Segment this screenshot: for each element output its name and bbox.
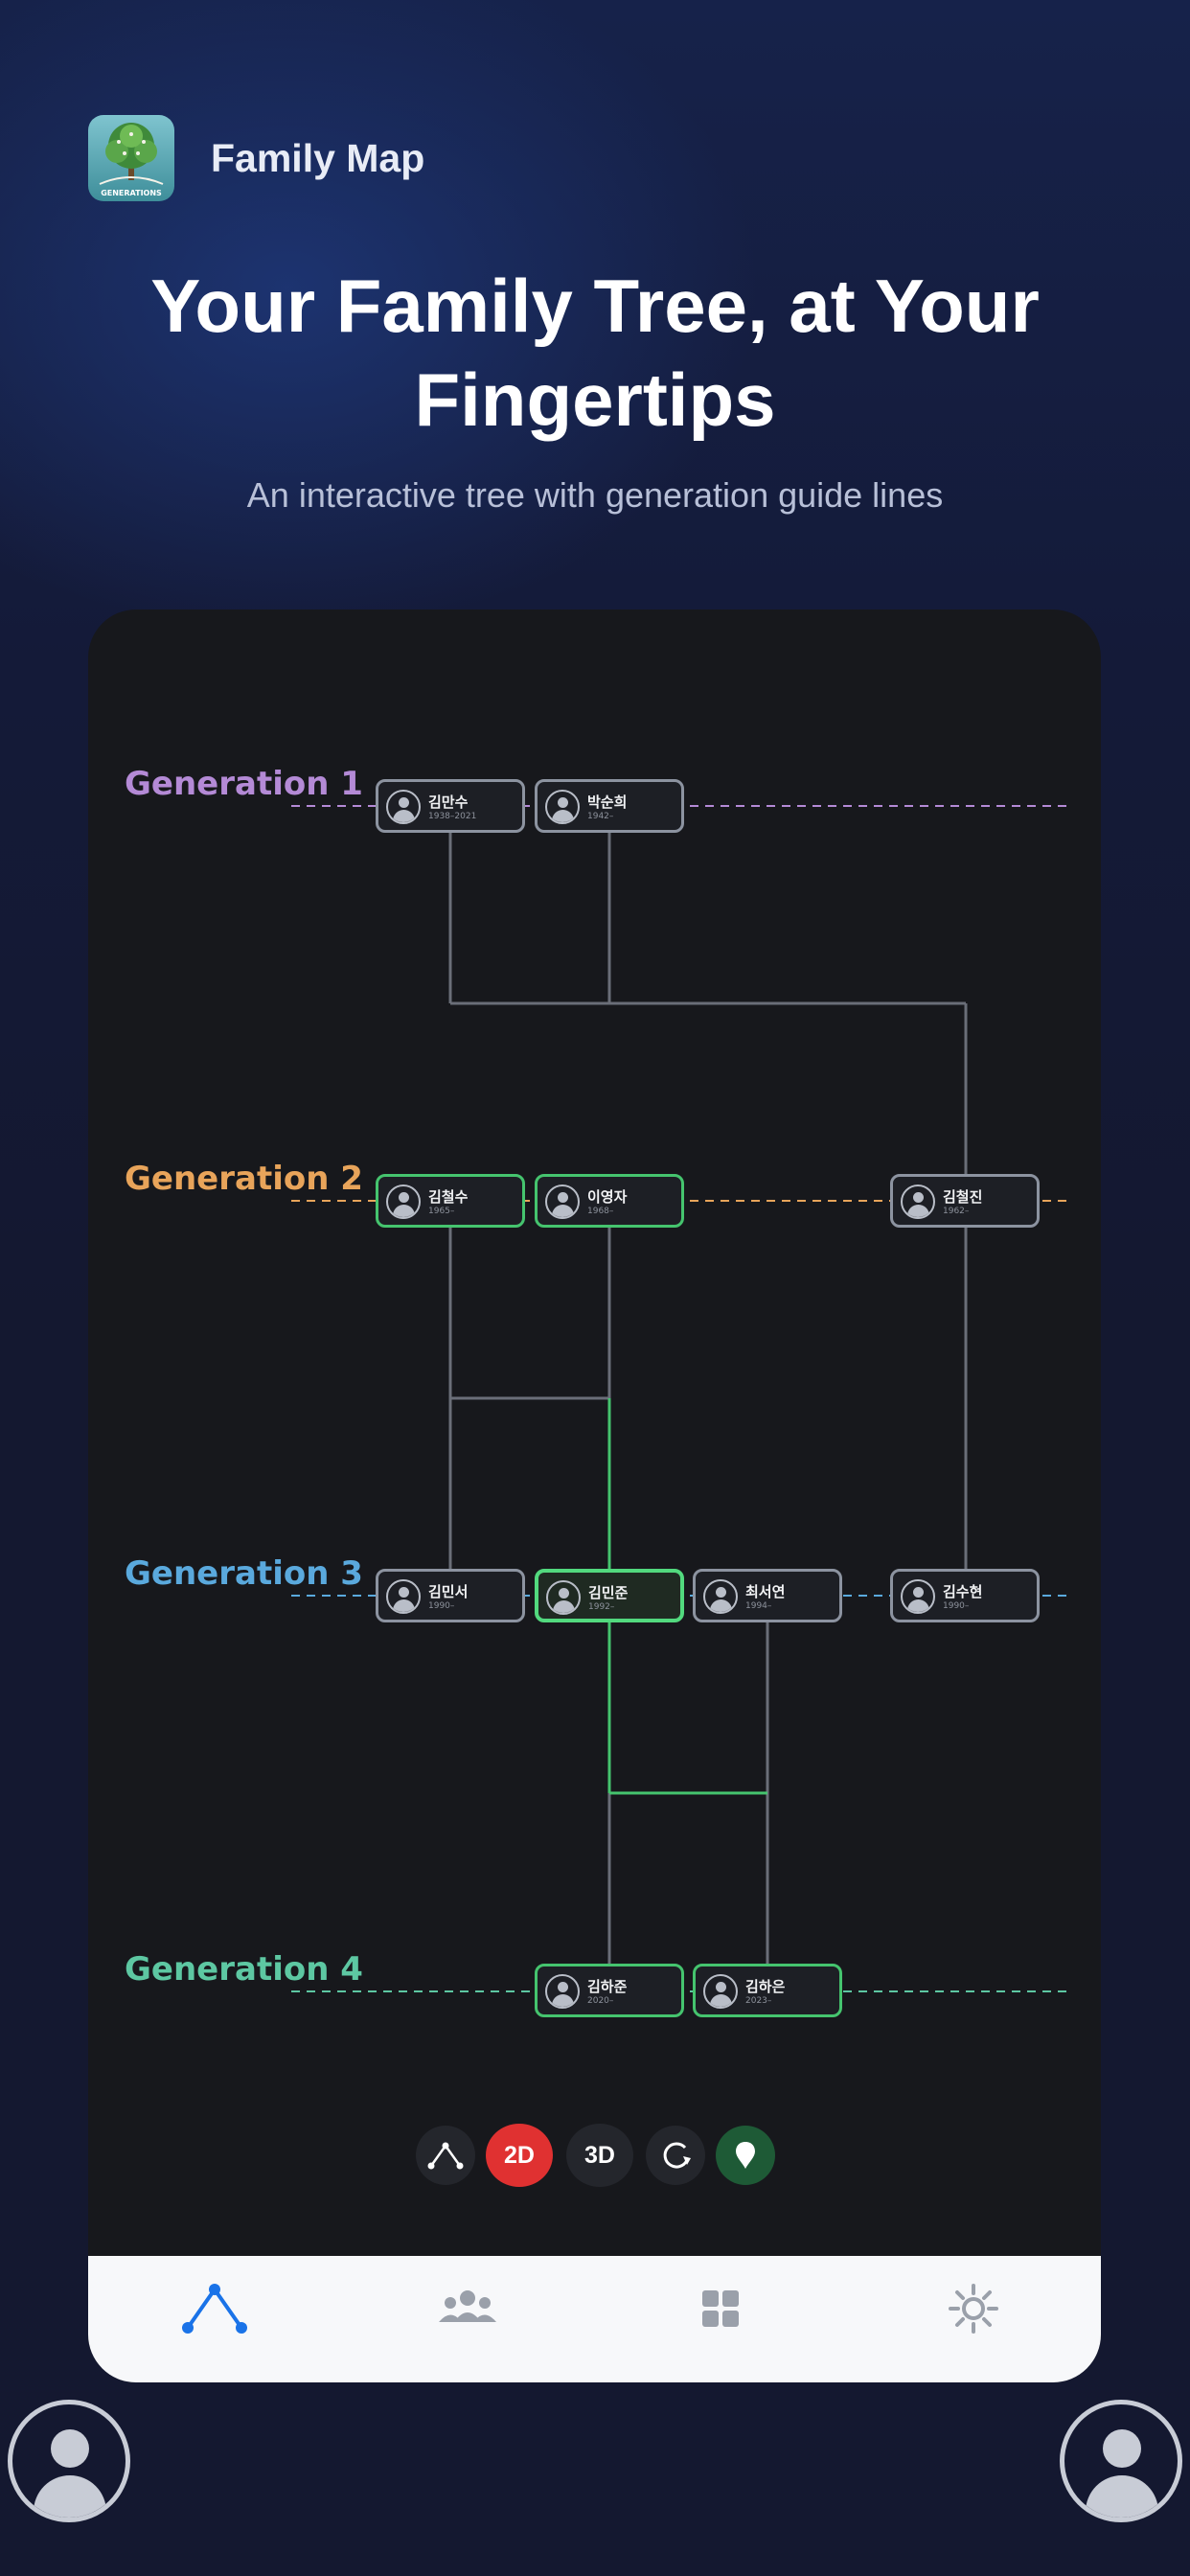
member-node[interactable]: 김민서 1990– (376, 1569, 525, 1622)
member-node[interactable]: 김철진 1962– (890, 1174, 1040, 1228)
generation-label: Generation 3 (125, 1554, 363, 1593)
avatar-icon (545, 1184, 580, 1219)
member-node[interactable]: 최서연 1994– (693, 1569, 842, 1622)
member-name: 최서연 (745, 1583, 786, 1600)
member-node[interactable]: 박순희 1942– (535, 779, 684, 833)
view-controls: 2D 3D (88, 2124, 1101, 2187)
member-name: 김하준 (587, 1978, 628, 1995)
member-years: 1990– (943, 1601, 970, 1611)
hero-subtitle: An interactive tree with generation guid… (246, 475, 944, 515)
member-name: 박순희 (587, 794, 628, 811)
avatar-icon (546, 1580, 581, 1615)
avatar-left (8, 2400, 130, 2522)
member-node-selected[interactable]: 김민준 1992– (535, 1569, 684, 1622)
member-years: 2020– (587, 1996, 614, 2006)
path-button[interactable] (416, 2126, 475, 2185)
member-years: 1994– (745, 1601, 772, 1611)
member-years: 1965– (428, 1207, 455, 1216)
avatar-icon (901, 1579, 935, 1614)
tab-bar (88, 2256, 1101, 2382)
app-name: Family Map (211, 135, 425, 180)
phone-mockup: Generation 1 Generation 2 Generation 3 G… (88, 610, 1101, 2382)
member-name: 김수현 (943, 1583, 983, 1600)
member-name: 김하은 (745, 1978, 786, 1995)
member-node[interactable]: 김만수 1938–2021 (376, 779, 525, 833)
generation-label: Generation 1 (125, 765, 363, 803)
member-node[interactable]: 김하은 2023– (693, 1964, 842, 2017)
people-icon (439, 2290, 496, 2322)
member-years: 1962– (943, 1207, 970, 1216)
generation-label: Generation 2 (125, 1160, 363, 1198)
avatar-icon (703, 1974, 738, 2009)
view-3d-button[interactable]: 3D (566, 2124, 633, 2187)
avatar-right (1060, 2400, 1182, 2522)
tab-tree[interactable] (176, 2277, 253, 2340)
member-name: 이영자 (587, 1188, 628, 1206)
avatar-icon (545, 1974, 580, 2009)
avatar-icon (386, 1579, 421, 1614)
member-years: 2023– (745, 1996, 772, 2006)
grid-icon (702, 2290, 739, 2327)
view-2d-button[interactable]: 2D (486, 2124, 553, 2187)
member-node[interactable]: 김하준 2020– (535, 1964, 684, 2017)
member-name: 김철수 (428, 1188, 469, 1206)
avatar-icon (703, 1579, 738, 1614)
member-node[interactable]: 김철수 1965– (376, 1174, 525, 1228)
member-node[interactable]: 김수현 1990– (890, 1569, 1040, 1622)
member-years: 1938–2021 (428, 812, 477, 821)
member-name: 김민서 (428, 1583, 469, 1600)
map-pin-button[interactable] (716, 2126, 775, 2185)
tab-grid[interactable] (682, 2277, 759, 2340)
map-pin-icon (736, 2142, 755, 2169)
member-years: 1968– (587, 1207, 614, 1216)
member-name: 김민준 (588, 1584, 629, 1601)
avatar-icon (386, 1184, 421, 1219)
member-years: 1942– (587, 812, 614, 821)
path-icon (427, 2142, 464, 2170)
member-name: 김철진 (943, 1188, 983, 1206)
tree-graph-icon (182, 2284, 247, 2334)
generation-label: Generation 4 (125, 1950, 363, 1989)
avatar-icon (901, 1184, 935, 1219)
tab-settings[interactable] (935, 2277, 1012, 2340)
settings-icon (949, 2284, 998, 2334)
member-years: 1990– (428, 1601, 455, 1611)
rotate-icon (663, 2142, 691, 2169)
member-years: 1992– (588, 1602, 615, 1612)
hero-title: Your Family Tree, at Your Fingertips (150, 264, 1040, 442)
avatar-icon (545, 790, 580, 824)
app-logo-icon: GENERATIONS (88, 115, 174, 201)
member-name: 김만수 (428, 794, 469, 811)
svg-text:GENERATIONS: GENERATIONS (101, 189, 162, 197)
tab-people[interactable] (429, 2277, 506, 2340)
reset-view-button[interactable] (646, 2126, 705, 2185)
app-header: GENERATIONS Family Map (88, 115, 424, 201)
member-node[interactable]: 이영자 1968– (535, 1174, 684, 1228)
avatar-icon (386, 790, 421, 824)
